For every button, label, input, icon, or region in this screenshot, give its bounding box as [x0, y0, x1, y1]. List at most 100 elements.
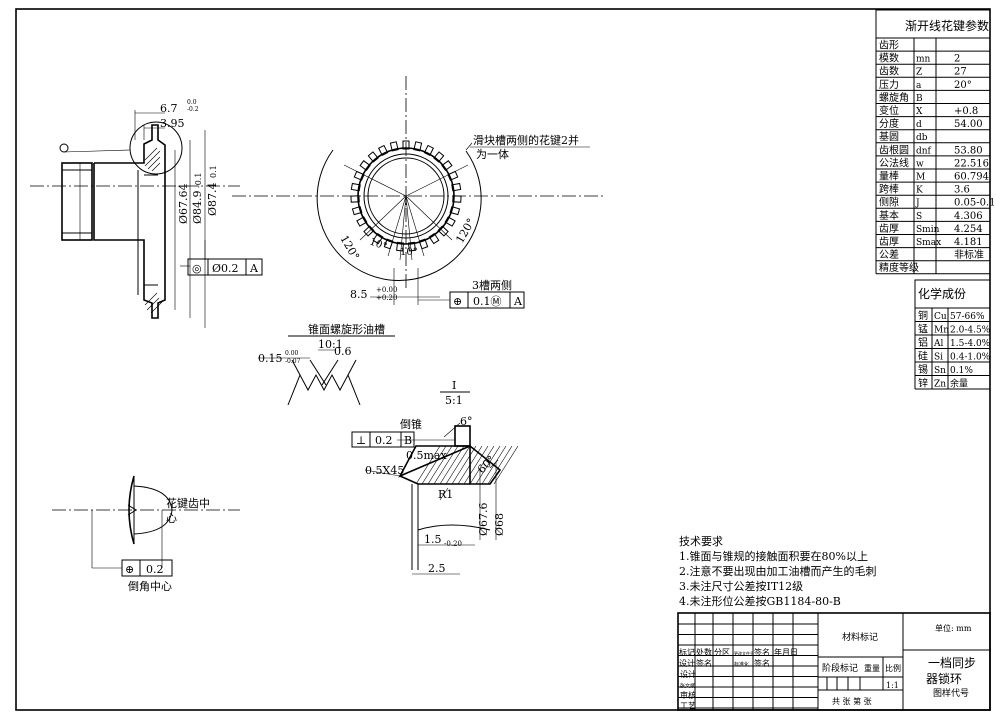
chem-symbol: Zn	[934, 380, 946, 390]
param-name: 公法线	[879, 156, 909, 169]
tb-mark-label: 签名	[754, 647, 770, 657]
spline-tooth	[441, 160, 453, 172]
hatch-line	[463, 445, 489, 485]
param-name: 基圆	[879, 130, 899, 143]
chem-table-title: 化学成份	[918, 286, 966, 301]
dim-1-5-tol: -0.20	[444, 540, 462, 548]
tb-mark-label: 更改文件号	[734, 650, 754, 656]
param-name: 齿厚	[879, 223, 899, 235]
dim-0-5x45: 0.5X45	[365, 464, 404, 477]
param-name: 变位	[879, 104, 899, 117]
dia-68: Ø68	[493, 513, 506, 536]
chem-name: 铝	[918, 337, 928, 349]
chamfer-label: 倒锥	[400, 418, 422, 431]
chamfer-center-view	[52, 475, 240, 569]
technical-notes: 技术要求 1.锥面与锥规的接触面积要在80%以上 2.注意不要出现由加工油槽而产…	[679, 534, 877, 609]
title-block: 标记处数分区更改文件号签名年月日设计签名标准化签名设计张文斌审核工艺	[677, 612, 991, 711]
hatch-line	[481, 445, 507, 485]
angle-120-left: 120°	[337, 233, 362, 262]
param-symbol: Smax	[916, 238, 941, 248]
spline-tooth	[356, 216, 368, 227]
param-table-title: 渐开线花键参数	[905, 18, 989, 33]
param-symbol: d	[916, 120, 922, 130]
oil-groove-detail	[258, 335, 395, 406]
dim-8-5-tol-bot: +0.20	[376, 294, 397, 302]
chem-value: 1.5-4.0%	[950, 339, 991, 349]
param-value: 0.05-0.1	[954, 198, 996, 209]
detail-i-label: I	[452, 379, 456, 392]
chamfer-center-label: 倒角中心	[128, 580, 172, 593]
fcf-1-datum: A	[249, 262, 259, 275]
spline-note-1: 滑块槽两侧的花键2并	[473, 133, 579, 147]
slot-note: 3槽两侧	[472, 279, 512, 292]
fcf-3-symbol: ⊥	[356, 434, 366, 447]
param-symbol: M	[916, 173, 925, 183]
hatch-line	[487, 445, 513, 485]
part-name-1: 一档同步	[928, 656, 976, 670]
sheets-label: 共 张 第 张	[832, 696, 872, 706]
spline-center-2: 心	[166, 512, 177, 525]
spline-tooth	[350, 182, 361, 192]
dia-84-9: Ø84.9	[191, 190, 204, 224]
chem-symbol: Al	[933, 339, 943, 349]
param-value: 22.516	[954, 158, 989, 169]
angle-6: 6°	[460, 415, 473, 428]
chem-symbol: Mn	[934, 326, 949, 336]
tb-left-label: 工艺	[680, 702, 696, 711]
section-view-left	[30, 110, 240, 328]
dim-1-5: 1.5	[424, 533, 442, 546]
fcf-position-chamfer	[121, 559, 173, 577]
param-name: 侧隙	[879, 196, 899, 209]
dia-87-4: Ø87.4	[206, 182, 219, 216]
part-name-2: 器锁环	[926, 671, 962, 686]
spline-teeth	[350, 140, 462, 252]
tb-left-label: 设计	[680, 669, 696, 679]
oil-groove-title: 锥面螺旋形油槽	[308, 322, 385, 336]
tb-mark-label: 年月日	[774, 647, 798, 657]
hatch-line	[427, 445, 453, 485]
param-symbol: X	[916, 107, 923, 117]
tb-mark-label: 标记	[679, 647, 695, 657]
note-2: 2.注意不要出现由加工油槽而产生的毛刺	[679, 565, 877, 578]
param-value: 非标准	[954, 249, 984, 261]
angle-60: 60°	[475, 453, 498, 476]
tb-left-label: 审核	[680, 690, 696, 700]
param-name: 量棒	[879, 170, 899, 183]
radius-r1: R1	[438, 488, 453, 501]
dia-84-9-tol: -0.1	[194, 173, 203, 188]
tb-design-label: 签名	[754, 658, 770, 668]
dim-2-5: 2.5	[428, 562, 446, 575]
param-name: 公差	[879, 248, 899, 261]
param-symbol: Z	[916, 68, 922, 78]
param-symbol: dnf	[916, 146, 932, 156]
detail-i	[364, 391, 519, 575]
stage-label: 阶段标记	[822, 662, 858, 674]
dim-6-7: 6.7	[160, 102, 178, 115]
chem-symbol: Cu	[934, 312, 947, 322]
param-name: 精度等级	[879, 261, 919, 274]
tb-left-label: 张文斌	[680, 683, 695, 690]
note-1: 1.锥面与锥规的接触面积要在80%以上	[679, 550, 868, 563]
chem-value: 余量	[950, 378, 968, 390]
fcf-concentricity	[187, 258, 263, 276]
tb-design-label: 设计	[679, 658, 695, 668]
tb-design-label: 签名	[696, 658, 712, 668]
note-4: 4.未注形位公差按GB1184-80-B	[679, 595, 841, 608]
fcf-perpendicularity	[351, 431, 415, 448]
fcf-1-symbol: ◎	[192, 262, 202, 275]
hatch-line	[451, 445, 477, 485]
spline-tooth	[389, 141, 399, 152]
spline-tooth	[359, 160, 371, 172]
param-name: 齿根圆	[879, 143, 909, 156]
fcf-2-tolerance: 0.1Ⓜ	[473, 295, 502, 308]
drawing-no-label: 图样代号	[933, 687, 969, 699]
param-name: 跨棒	[879, 183, 899, 196]
param-value: 27	[954, 67, 967, 78]
spline-tooth	[451, 182, 462, 192]
hatch-line	[469, 445, 495, 485]
hatch-line	[457, 445, 483, 485]
spline-tooth	[449, 205, 461, 216]
param-symbol: S	[916, 212, 922, 222]
